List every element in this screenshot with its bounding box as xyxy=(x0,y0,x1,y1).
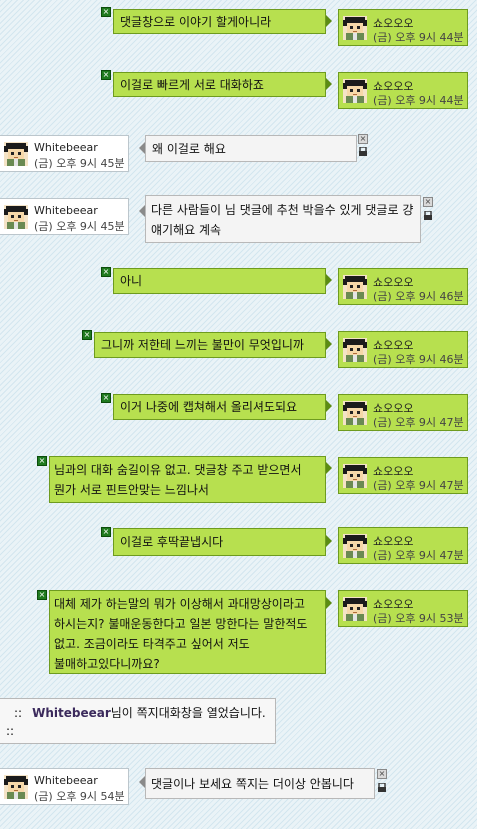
pixel-avatar-icon xyxy=(4,205,28,229)
bubble-tail xyxy=(139,205,145,217)
user-card[interactable]: Whitebeear (금) 오후 9시 45분 xyxy=(0,198,129,235)
message-time: (금) 오후 9시 47분 xyxy=(373,416,464,429)
user-name: Whitebeear xyxy=(34,141,98,154)
message-bubble: 다른 사람들이 님 댓글에 추천 박을수 있게 댓글로 걍 얘기해요 계속 xyxy=(145,195,421,243)
close-icon[interactable]: × xyxy=(358,134,368,144)
message-time: (금) 오후 9시 45분 xyxy=(34,220,125,233)
user-name: 쇼오오오 xyxy=(373,598,414,611)
close-icon[interactable]: × xyxy=(377,769,387,779)
user-name: 쇼오오오 xyxy=(373,465,414,478)
user-card[interactable]: 쇼오오오 (금) 오후 9시 46분 xyxy=(338,268,468,305)
user-name: Whitebeear xyxy=(34,774,98,787)
message-bubble: 댓글이나 보세요 쪽지는 더이상 안봅니다 xyxy=(145,768,375,799)
message-text: 아니 xyxy=(120,274,143,288)
pixel-avatar-icon xyxy=(343,275,367,299)
message-bubble: 대체 제가 하는말의 뭐가 이상해서 과대망상이라고 하시는지? 불매운동한다고… xyxy=(49,590,326,674)
message-bubble: 님과의 대화 숨길이유 없고. 댓글창 주고 받으면서 뭔가 서로 핀트안맞는 … xyxy=(49,456,326,503)
message-time: (금) 오후 9시 54분 xyxy=(34,790,125,803)
message-bubble: 그니까 저한테 느끼는 불만이 무엇입니까 xyxy=(94,332,326,358)
bubble-tail xyxy=(326,400,332,412)
message-time: (금) 오후 9시 47분 xyxy=(373,479,464,492)
message-time: (금) 오후 9시 47분 xyxy=(373,549,464,562)
message-text: 대체 제가 하는말의 뭐가 이상해서 과대망상이라고 하시는지? 불매운동한다고… xyxy=(54,597,308,671)
bubble-tail xyxy=(326,15,332,27)
bubble-tail xyxy=(326,78,332,90)
pixel-avatar-icon xyxy=(343,464,367,488)
pixel-avatar-icon xyxy=(343,79,367,103)
message-text: 이거 나중에 캡쳐해서 올리셔도되요 xyxy=(120,400,298,414)
user-card[interactable]: 쇼오오오 (금) 오후 9시 47분 xyxy=(338,527,468,564)
user-card[interactable]: Whitebeear (금) 오후 9시 54분 xyxy=(0,768,129,805)
close-icon[interactable]: × xyxy=(101,7,111,17)
user-card[interactable]: 쇼오오오 (금) 오후 9시 46분 xyxy=(338,331,468,368)
close-icon[interactable]: × xyxy=(423,197,433,207)
message-time: (금) 오후 9시 46분 xyxy=(373,290,464,303)
notice-user: Whitebeear xyxy=(32,706,111,720)
lock-icon xyxy=(378,783,386,792)
message-text: 다른 사람들이 님 댓글에 추천 박을수 있게 댓글로 걍 얘기해요 계속 xyxy=(151,203,414,237)
user-name: 쇼오오오 xyxy=(373,276,414,289)
message-text: 님과의 대화 숨길이유 없고. 댓글창 주고 받으면서 뭔가 서로 핀트안맞는 … xyxy=(54,463,302,497)
message-time: (금) 오후 9시 45분 xyxy=(34,157,125,170)
close-icon[interactable]: × xyxy=(101,70,111,80)
message-text: 그니까 저한테 느끼는 불만이 무엇입니까 xyxy=(101,338,304,352)
message-time: (금) 오후 9시 44분 xyxy=(373,94,464,107)
bubble-tail xyxy=(326,597,332,609)
user-card[interactable]: 쇼오오오 (금) 오후 9시 53분 xyxy=(338,590,468,627)
message-time: (금) 오후 9시 53분 xyxy=(373,612,464,625)
close-icon[interactable]: × xyxy=(37,590,47,600)
user-card[interactable]: Whitebeear (금) 오후 9시 45분 xyxy=(0,135,129,172)
pixel-avatar-icon xyxy=(343,338,367,362)
message-bubble: 아니 xyxy=(113,268,326,294)
message-text: 이걸로 빠르게 서로 대화하죠 xyxy=(120,78,264,92)
message-time: (금) 오후 9시 46분 xyxy=(373,353,464,366)
lock-icon xyxy=(424,211,432,220)
user-card[interactable]: 쇼오오오 (금) 오후 9시 44분 xyxy=(338,72,468,109)
bubble-tail xyxy=(326,274,332,286)
message-text: 댓글이나 보세요 쪽지는 더이상 안봅니다 xyxy=(151,777,354,791)
pixel-avatar-icon xyxy=(4,775,28,799)
user-card[interactable]: 쇼오오오 (금) 오후 9시 47분 xyxy=(338,394,468,431)
bubble-tail xyxy=(326,535,332,547)
message-bubble: 왜 이걸로 해요 xyxy=(145,135,357,162)
message-bubble: 댓글창으로 이야기 할게아니라 xyxy=(113,9,326,34)
pixel-avatar-icon xyxy=(343,16,367,40)
system-notice: ::Whitebeear님이 쪽지대화창을 열었습니다. :: xyxy=(0,698,276,744)
message-bubble: 이거 나중에 캡쳐해서 올리셔도되요 xyxy=(113,394,326,420)
pixel-avatar-icon xyxy=(343,401,367,425)
user-card[interactable]: 쇼오오오 (금) 오후 9시 47분 xyxy=(338,457,468,494)
message-time: (금) 오후 9시 44분 xyxy=(373,31,464,44)
message-text: 댓글창으로 이야기 할게아니라 xyxy=(120,15,272,29)
close-icon[interactable]: × xyxy=(101,393,111,403)
user-name: 쇼오오오 xyxy=(373,80,414,93)
message-text: 이걸로 후딱끝냅시다 xyxy=(120,535,224,549)
user-name: 쇼오오오 xyxy=(373,402,414,415)
notice-text: 님이 쪽지대화창을 열었습니다. :: xyxy=(6,706,266,738)
pixel-avatar-icon xyxy=(343,534,367,558)
user-name: Whitebeear xyxy=(34,204,98,217)
user-card[interactable]: 쇼오오오 (금) 오후 9시 44분 xyxy=(338,9,468,46)
bubble-tail xyxy=(139,142,145,154)
close-icon[interactable]: × xyxy=(37,456,47,466)
user-name: 쇼오오오 xyxy=(373,17,414,30)
close-icon[interactable]: × xyxy=(82,330,92,340)
user-name: 쇼오오오 xyxy=(373,339,414,352)
pixel-avatar-icon xyxy=(343,597,367,621)
close-icon[interactable]: × xyxy=(101,267,111,277)
pixel-avatar-icon xyxy=(4,142,28,166)
user-name: 쇼오오오 xyxy=(373,535,414,548)
message-text: 왜 이걸로 해요 xyxy=(152,142,226,156)
close-icon[interactable]: × xyxy=(101,527,111,537)
bubble-tail xyxy=(326,338,332,350)
notice-prefix: :: xyxy=(14,706,23,720)
bubble-tail xyxy=(139,776,145,788)
message-bubble: 이걸로 빠르게 서로 대화하죠 xyxy=(113,72,326,97)
bubble-tail xyxy=(326,462,332,474)
lock-icon xyxy=(359,147,367,156)
message-bubble: 이걸로 후딱끝냅시다 xyxy=(113,528,326,556)
